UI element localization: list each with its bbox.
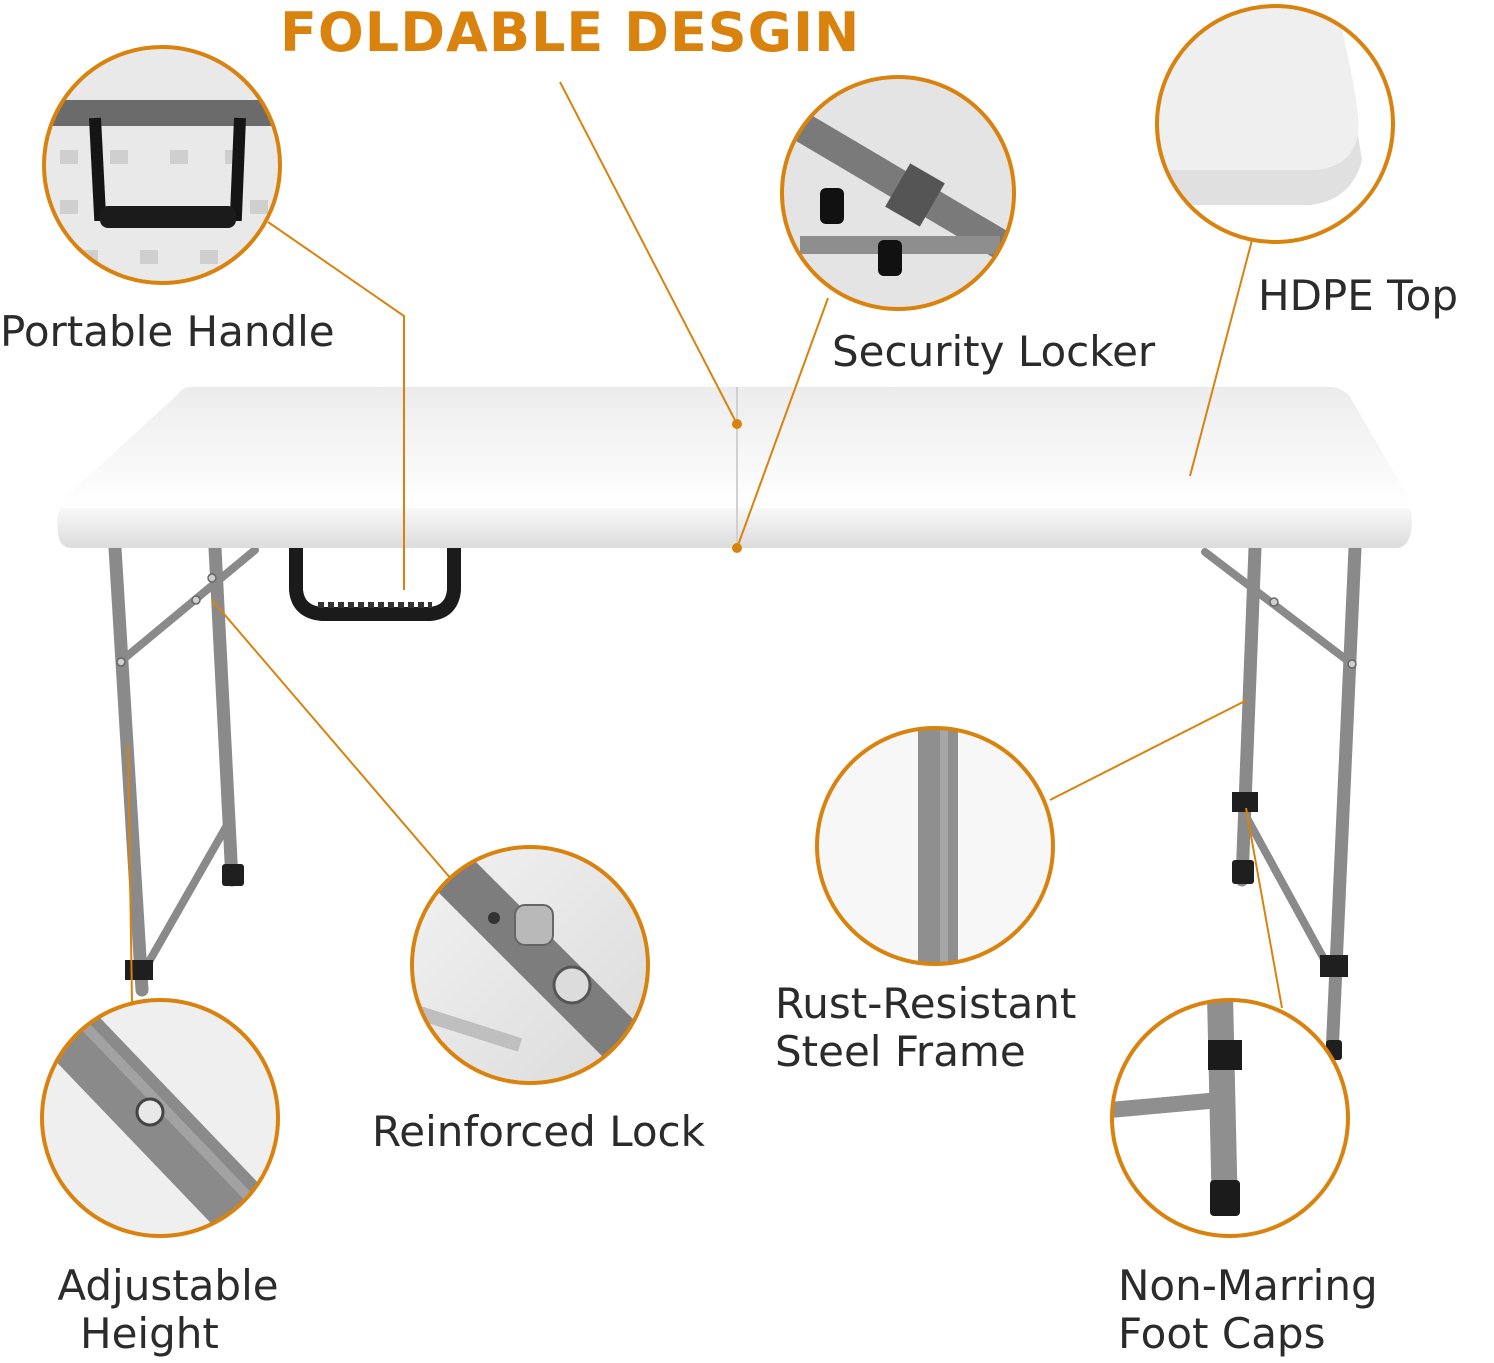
callout-non-marring-line2: Foot Caps <box>1118 1309 1326 1358</box>
fold-point-marker <box>732 419 742 429</box>
callout-adjustable-height-line1: Adjustable <box>57 1261 279 1310</box>
zoom-circle-reinforced-lock <box>410 845 650 1085</box>
left-front-foot-collar <box>125 960 153 980</box>
left-leg-frame <box>108 541 259 997</box>
callout-non-marring: Non-Marring Foot Caps <box>1118 1262 1378 1358</box>
right-leg-collar <box>1232 792 1258 812</box>
callout-non-marring-line1: Non-Marring <box>1118 1261 1378 1310</box>
carrying-handle <box>289 548 461 621</box>
callout-adjustable-height-line2: Height <box>80 1309 219 1358</box>
callout-rust-resistant-line1: Rust-Resistant <box>775 979 1077 1028</box>
zoom-circle-portable-handle <box>42 45 282 285</box>
zoom-circle-hdpe-top <box>1155 4 1395 244</box>
callout-rust-resistant: Rust-Resistant Steel Frame <box>775 980 1076 1076</box>
zoom-circle-non-marring <box>1110 998 1350 1238</box>
callout-rust-resistant-line2: Steel Frame <box>775 1027 1026 1076</box>
right-back-foot-cap <box>1232 860 1254 884</box>
folding-table <box>57 387 1412 1062</box>
callout-portable-handle: Portable Handle <box>0 307 335 356</box>
callout-reinforced-lock: Reinforced Lock <box>372 1107 705 1156</box>
callout-hdpe-top: HDPE Top <box>1258 271 1459 320</box>
callout-leader-lines <box>127 81 1283 1009</box>
page-title: FOLDABLE DESGIN <box>280 1 861 64</box>
zoom-circle-security-locker <box>780 75 1016 311</box>
zoom-circle-adjustable-height <box>40 998 280 1238</box>
left-back-foot-cap <box>222 864 244 886</box>
right-front-foot-collar <box>1320 955 1348 977</box>
table-top-surface <box>58 387 1412 510</box>
table-top-edge <box>57 508 1412 548</box>
locker-point-marker <box>732 543 742 553</box>
callout-security-locker: Security Locker <box>832 327 1156 376</box>
zoom-circle-rust-resistant <box>815 726 1055 966</box>
right-leg-frame <box>1201 541 1362 1062</box>
callout-adjustable-height: Adjustable Height <box>48 1262 288 1358</box>
